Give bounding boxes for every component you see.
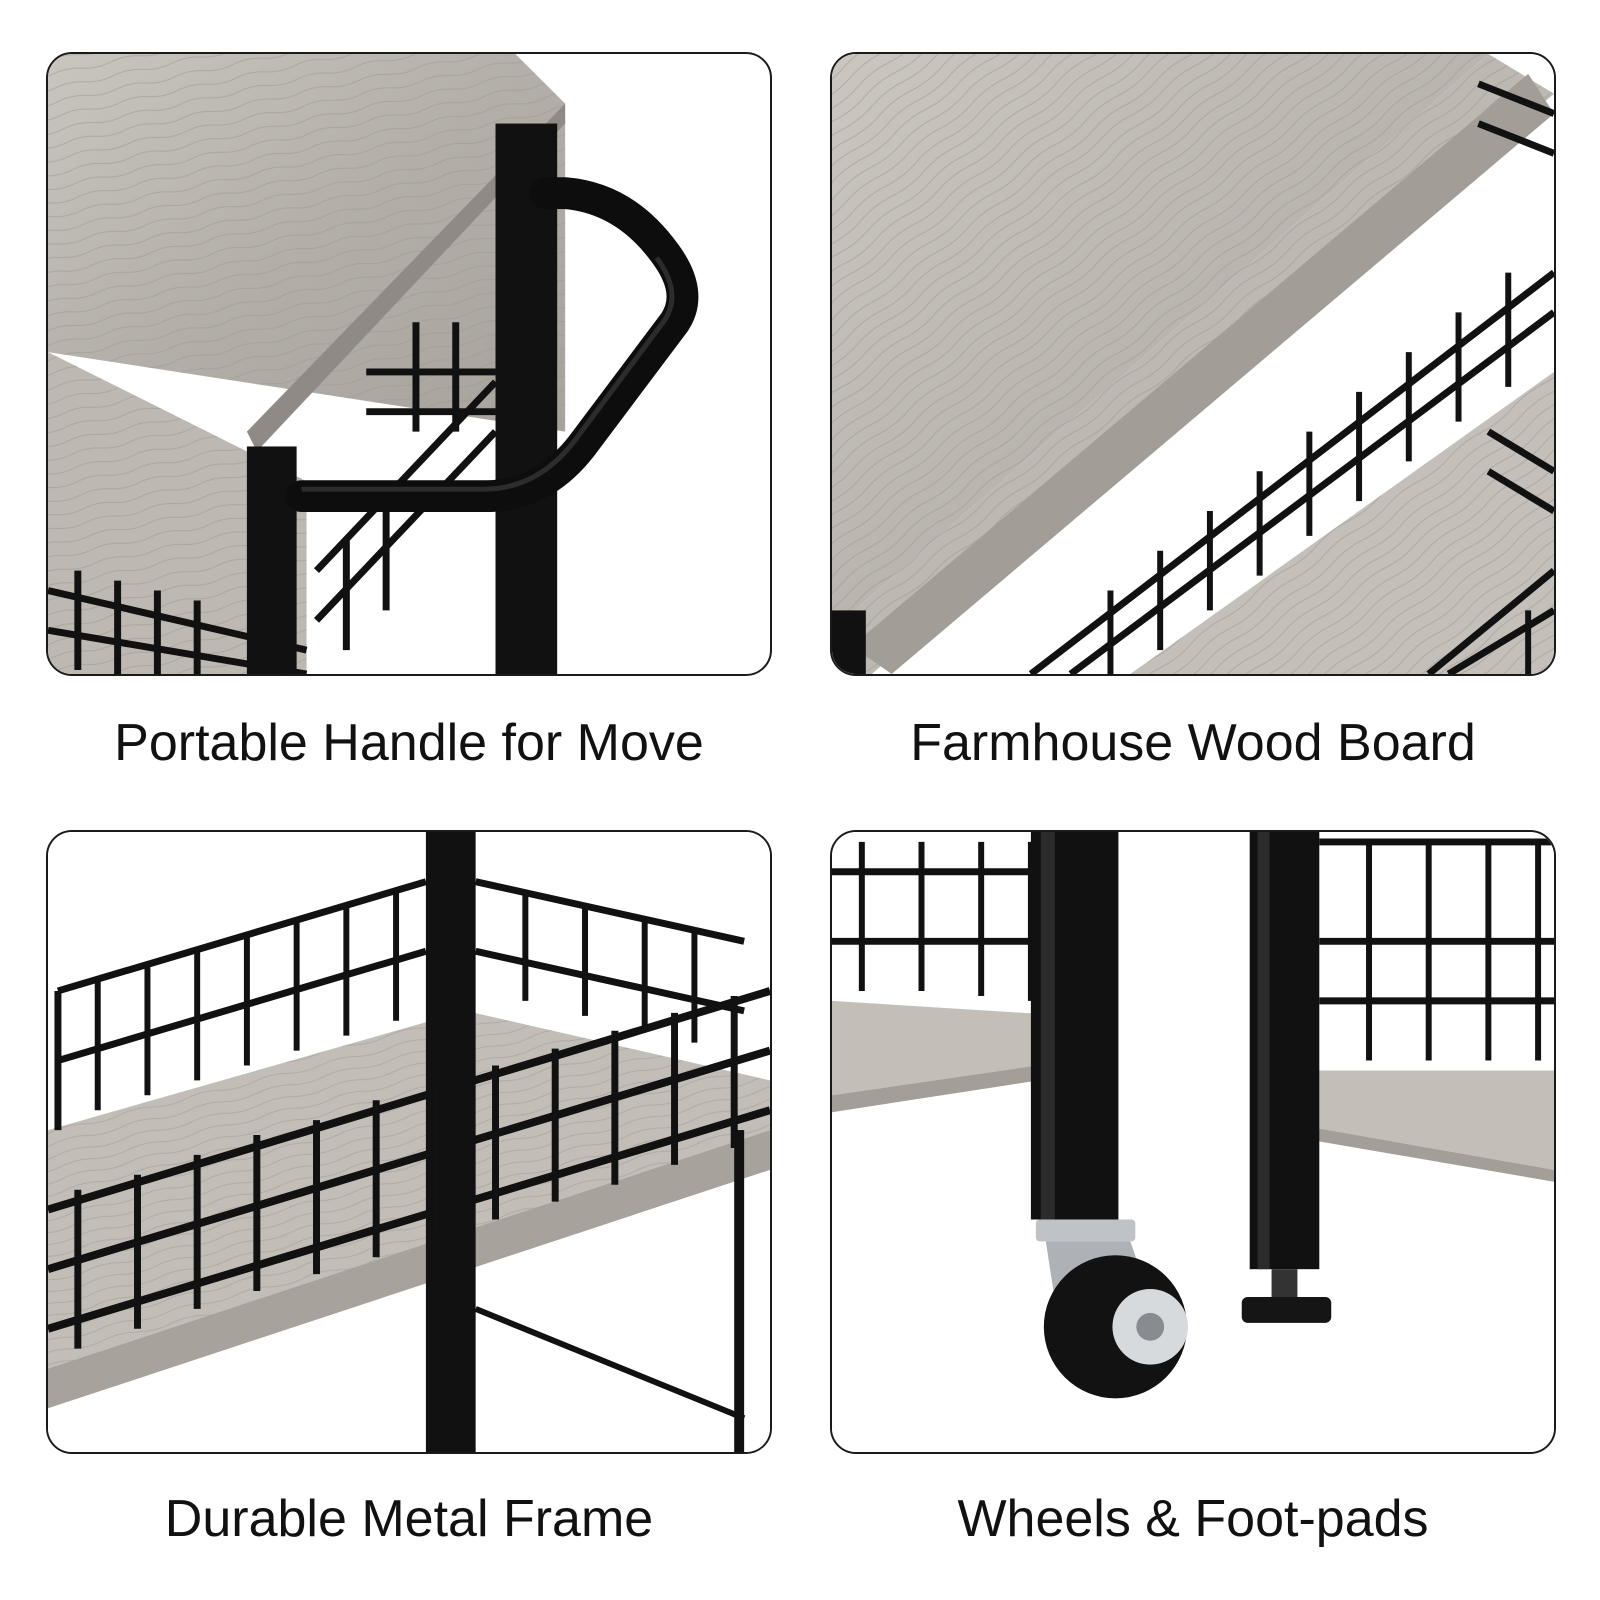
caption-wheels-footpads: Wheels & Foot-pads: [957, 1490, 1429, 1548]
photo-wood-board: [830, 52, 1556, 676]
caption-handle: Portable Handle for Move: [114, 714, 704, 772]
photo-wheels-footpads: [830, 830, 1556, 1454]
photo-metal-frame: [46, 830, 772, 1454]
caption-wood-board: Farmhouse Wood Board: [910, 714, 1476, 772]
photo-handle: [46, 52, 772, 676]
caption-metal-frame: Durable Metal Frame: [164, 1490, 654, 1548]
